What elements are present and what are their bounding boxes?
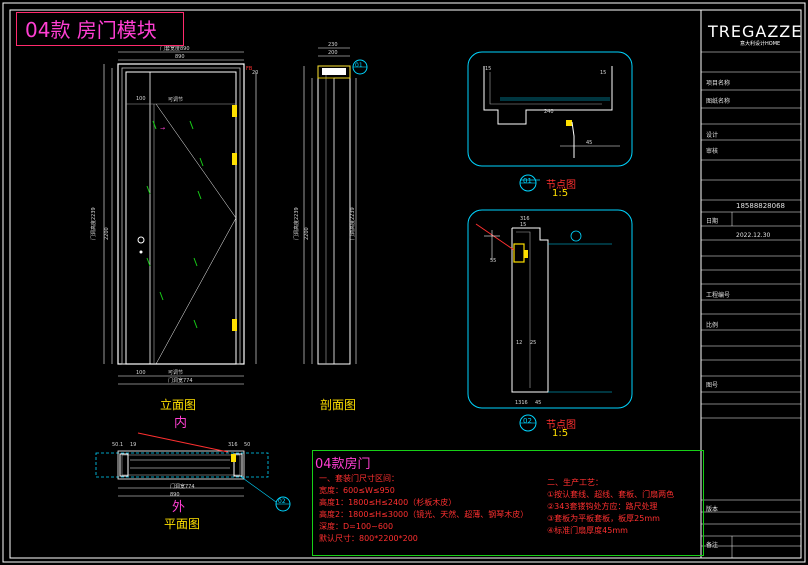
tb-phone: 18588828068 xyxy=(736,202,785,210)
tb-field-7: 图号 xyxy=(706,382,719,389)
elevation-label: 立面图 xyxy=(160,398,197,412)
svg-text:门洞高度2239: 门洞高度2239 xyxy=(90,207,97,240)
svg-text:50.1: 50.1 xyxy=(112,442,123,448)
section-label: 剖面图 xyxy=(320,398,357,412)
tb-field-5: 工程编号 xyxy=(706,292,731,299)
svg-text:门洞宽774: 门洞宽774 xyxy=(168,377,193,384)
svg-text:316: 316 xyxy=(228,442,238,448)
svg-text:100: 100 xyxy=(136,370,146,376)
svg-text:20: 20 xyxy=(252,70,258,76)
svg-text:1316: 1316 xyxy=(515,400,528,406)
tb-field-3: 审核 xyxy=(706,148,719,155)
svg-text:→: → xyxy=(160,125,165,132)
svg-text:240: 240 xyxy=(544,109,554,115)
note-left-5: 默认尺寸：800*2200*200 xyxy=(319,534,418,543)
svg-text:200: 200 xyxy=(328,50,338,56)
svg-text:890: 890 xyxy=(175,54,185,60)
plan-view: 50.1 19 316 50 门洞宽774 890 xyxy=(95,432,291,512)
callout-02: 02 xyxy=(278,498,286,505)
tb-field-4: 日期 xyxy=(706,218,719,225)
tb-field-8: 版本 xyxy=(706,506,719,513)
svg-text:FB: FB xyxy=(246,66,253,72)
svg-text:55: 55 xyxy=(490,258,496,264)
inside-label: 内 xyxy=(174,416,188,431)
svg-text:2200: 2200 xyxy=(104,227,110,240)
tb-field-6: 比例 xyxy=(706,322,719,329)
detail-02: 316 15 55 12 25 1316 45 xyxy=(467,209,633,432)
tb-field-1: 图纸名称 xyxy=(706,98,731,105)
svg-text:45: 45 xyxy=(586,140,592,146)
tb-field-0: 项目名称 xyxy=(706,80,731,87)
plan-label: 平面图 xyxy=(164,517,201,531)
outside-label: 外 xyxy=(172,500,186,515)
svg-text:门洞高度2239: 门洞高度2239 xyxy=(349,207,356,240)
note-right-4: ④标准门扇厚度45mm xyxy=(547,526,628,535)
detail1-label: 节点图 xyxy=(546,180,576,191)
note-left-1: 宽度：600≤W≤950 xyxy=(319,486,395,495)
svg-text:100: 100 xyxy=(136,96,146,102)
svg-text:12: 12 xyxy=(516,340,522,346)
title-block-grid xyxy=(701,51,801,558)
note-right-3: ③套板为平板套板，板厚25mm xyxy=(547,514,660,523)
elevation-view: → 门套宽度890 890 可调节 100 可调节 100 门洞宽774 门洞高… xyxy=(90,45,258,385)
note-left-2: 高度1：1800≤H≤2400（杉板木皮） xyxy=(319,498,457,507)
detail2-scale: 1:5 xyxy=(552,428,569,439)
svg-text:50: 50 xyxy=(244,442,250,448)
note-left-4: 深度：D=100~600 xyxy=(319,522,394,531)
note-right-2: ②343套镂钩处方应：路尺处理 xyxy=(547,502,658,511)
svg-text:可调节: 可调节 xyxy=(168,96,183,103)
notes-heading: 04款房门 xyxy=(315,457,371,472)
svg-text:2200: 2200 xyxy=(304,227,310,240)
svg-text:316: 316 xyxy=(520,216,530,222)
svg-text:25: 25 xyxy=(530,340,536,346)
detail-01: 15 15 240 45 xyxy=(467,51,633,192)
detail2-label: 节点图 xyxy=(546,420,576,431)
tb-field-9: 备注 xyxy=(706,542,719,549)
svg-text:15: 15 xyxy=(520,222,526,228)
svg-text:15: 15 xyxy=(600,70,606,76)
tb-field-2: 设计 xyxy=(706,132,719,139)
note-right-0: 二、生产工艺： xyxy=(547,478,603,487)
svg-text:19: 19 xyxy=(130,442,136,448)
brand-subtitle: 意大利设计HOME xyxy=(740,41,781,47)
svg-text:可调节: 可调节 xyxy=(168,369,183,376)
detail2-tag: 02 xyxy=(523,417,532,425)
svg-text:230: 230 xyxy=(328,42,338,48)
svg-text:门洞高度2239: 门洞高度2239 xyxy=(293,207,300,240)
svg-text:15: 15 xyxy=(485,66,491,72)
detail1-scale: 1:5 xyxy=(552,188,569,199)
brand-logo: TREGAZZE xyxy=(708,22,803,41)
callout-01: 01 xyxy=(355,62,363,69)
notes-panel: 04款房门 一、套装门尺寸区间： 宽度：600≤W≤950 高度1：1800≤H… xyxy=(312,450,704,556)
tb-date: 2022.12.30 xyxy=(736,232,771,239)
note-left-0: 一、套装门尺寸区间： xyxy=(319,474,399,483)
page-title: 04款 房门模块 xyxy=(16,12,184,46)
svg-text:45: 45 xyxy=(535,400,541,406)
svg-text:门套宽度890: 门套宽度890 xyxy=(160,45,190,52)
svg-text:890: 890 xyxy=(170,492,180,498)
section-view: 230 200 门洞高度2239 2200 门洞高度2239 xyxy=(293,42,368,365)
note-right-1: ①按认套线、超线、套板、门扇两色 xyxy=(547,490,675,499)
svg-text:门洞宽774: 门洞宽774 xyxy=(170,483,195,490)
note-left-3: 高度2：1800≤H≤3000（镜光、天然、超薄、钢琴木皮） xyxy=(319,510,529,519)
detail1-tag: 01 xyxy=(523,177,532,185)
